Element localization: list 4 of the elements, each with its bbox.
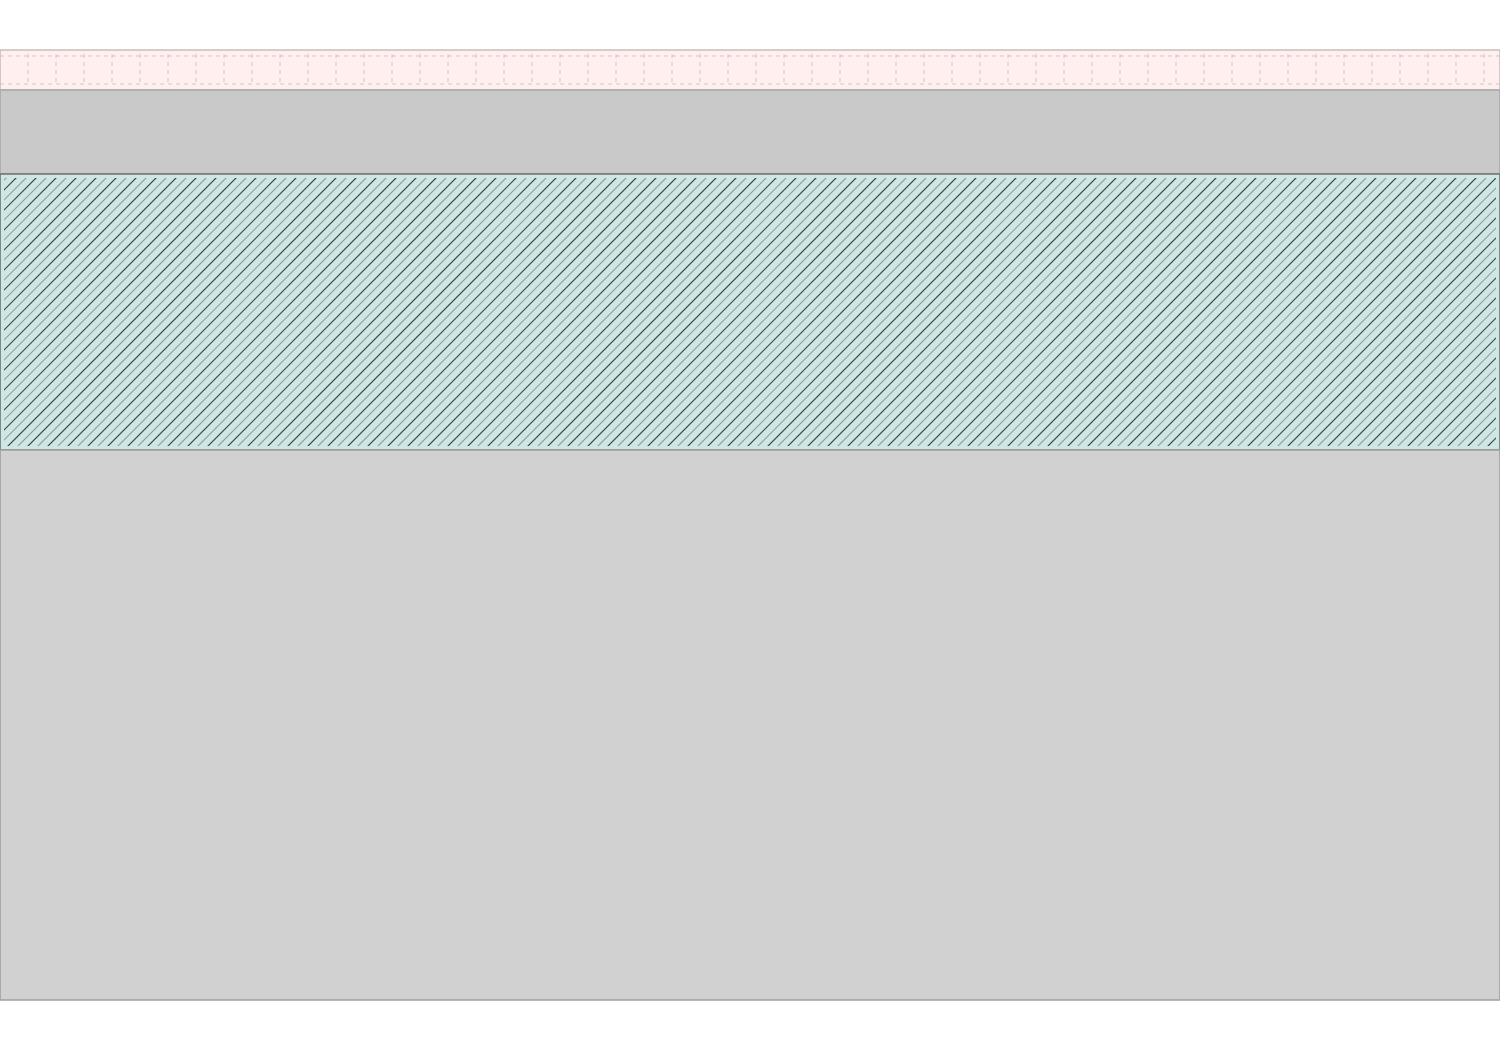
layer-band — [0, 449, 1500, 1001]
layer-band — [0, 173, 1500, 451]
layer-band — [0, 89, 1500, 175]
layer-band — [0, 49, 1500, 91]
